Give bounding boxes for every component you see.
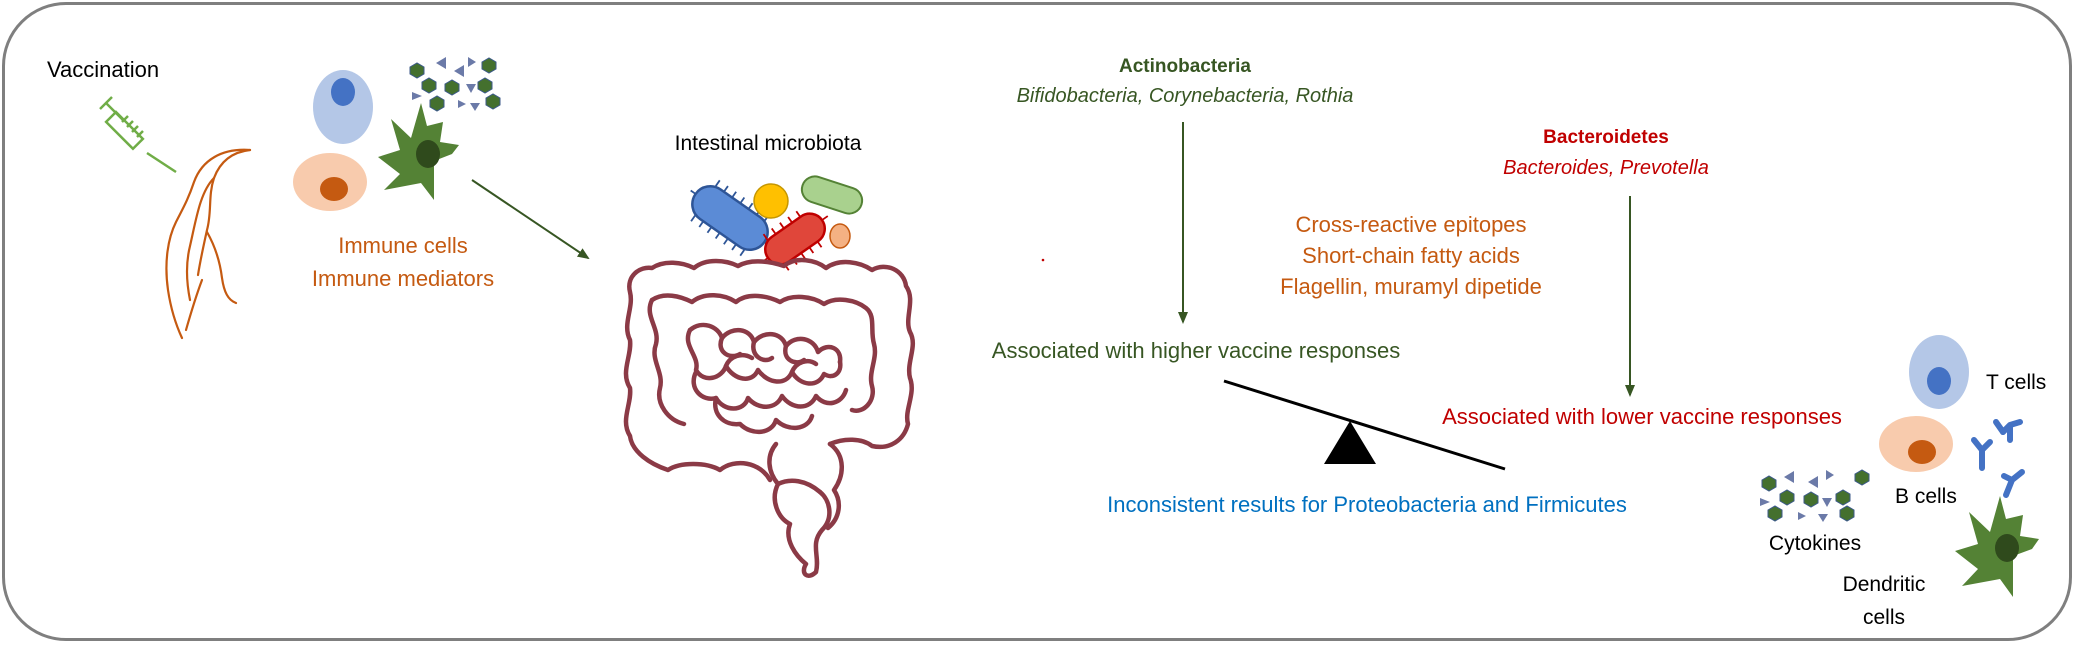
label-b-cells: B cells [1895, 485, 1957, 508]
label-lower-responses: Associated with lower vaccine responses [1442, 404, 1842, 429]
label-vaccination: Vaccination [47, 57, 160, 82]
label-actinobacteria: Actinobacteria [1119, 56, 1251, 77]
dendritic-cell-icon-right [1955, 496, 2039, 597]
label-dendritic-line2: cells [1862, 606, 1906, 629]
arrow-to-microbiota [471, 179, 590, 260]
label-t-cells: T cells [1986, 371, 2047, 394]
t-cell-icon [313, 70, 373, 144]
label-intestinal-microbiota: Intestinal microbiota [674, 132, 862, 155]
t-cell-icon-right [1909, 335, 1969, 409]
label-actinobacteria-genera: Bifidobacteria, Corynebacteria, Rothia [1016, 85, 1354, 107]
seesaw-icon [1223, 379, 1506, 471]
cytokines-icon-right [1760, 469, 1870, 522]
label-inconsistent-results: Inconsistent results for Proteobacteria … [1107, 492, 1627, 517]
antibody-icon [1971, 419, 2025, 498]
b-cell-icon-right [1879, 416, 1953, 472]
dendritic-cell-icon [378, 103, 459, 200]
label-mechanism-scfa: Short-chain fatty acids [1302, 243, 1520, 268]
cytokines-icon [409, 57, 501, 112]
b-cell-icon [293, 153, 367, 211]
label-higher-responses: Associated with higher vaccine responses [991, 338, 1401, 363]
label-bacteroidetes: Bacteroidetes [1543, 127, 1669, 148]
label-immune-mediators: Immune mediators [311, 266, 495, 291]
syringe-icon [99, 96, 177, 174]
label-immune-cells: Immune cells [338, 233, 468, 258]
label-dendritic-line1: Dendritic [1842, 573, 1926, 596]
label-bacteroidetes-genera: Bacteroides, Prevotella [1503, 157, 1709, 179]
bacteria-icon [690, 175, 864, 271]
intestine-icon [623, 257, 916, 578]
label-cytokines: Cytokines [1768, 532, 1862, 555]
person-outline-icon [165, 148, 252, 340]
label-mechanism-flagellin: Flagellin, muramyl dipetide [1280, 274, 1542, 299]
label-mechanism-epitopes: Cross-reactive epitopes [1295, 212, 1527, 237]
